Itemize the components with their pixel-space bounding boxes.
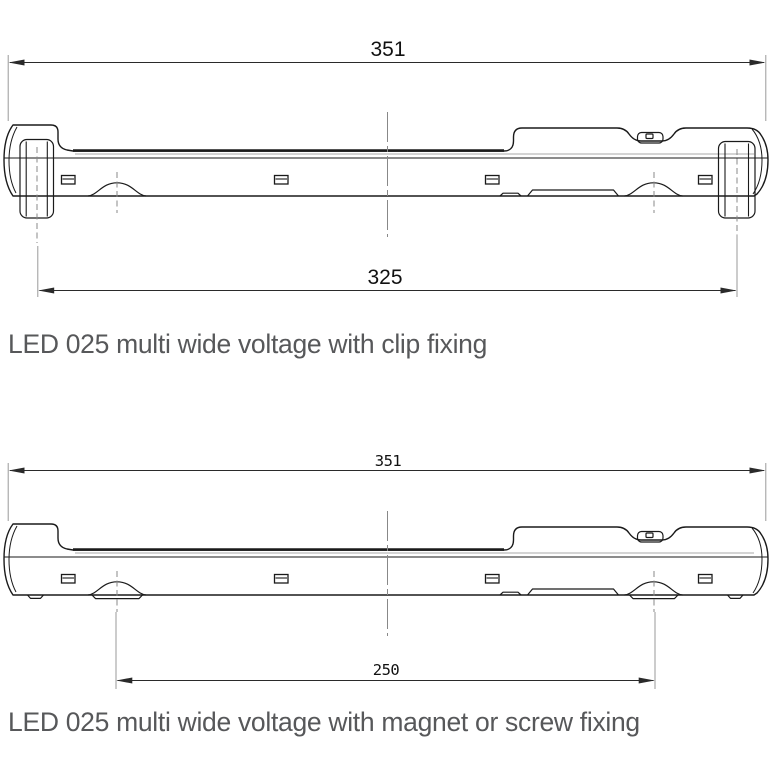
dimension-label-dome-centers: 250 xyxy=(373,661,400,679)
dimension-overall-top: 351 xyxy=(7,38,767,121)
dimension-dome-centers: 250 xyxy=(115,612,656,689)
dimension-arrow xyxy=(116,677,133,684)
dimension-arrow xyxy=(8,467,25,474)
dimension-label-overall-top: 351 xyxy=(370,38,405,61)
dome-pad-right xyxy=(629,594,679,600)
caption-magnet-fixing: LED 025 multi wide voltage with magnet o… xyxy=(8,707,640,737)
dimension-arrow xyxy=(749,467,766,474)
mounting-clip-left xyxy=(19,138,55,243)
dimension-overall-bottom: 351 xyxy=(7,452,767,521)
dimension-label-overall-bottom: 351 xyxy=(375,452,402,470)
foot-right xyxy=(727,594,744,599)
luminaire-clip-version xyxy=(2,110,770,239)
mounting-clip-right xyxy=(717,140,756,243)
foot-left xyxy=(27,594,44,599)
dimension-arrow xyxy=(720,287,737,294)
dimension-arrow xyxy=(38,287,55,294)
drawing-clip-version: 351 325 LED 025 multi wide voltage with … xyxy=(2,38,770,359)
dome-pad-left xyxy=(91,594,143,600)
drawing-magnet-version: 351 250 LED 025 multi wide voltage with … xyxy=(2,452,770,737)
dimension-clip-centers: 325 xyxy=(37,235,738,297)
dimension-label-clip-centers: 325 xyxy=(367,266,402,289)
luminaire-magnet-version xyxy=(2,509,770,638)
caption-clip-fixing: LED 025 multi wide voltage with clip fix… xyxy=(8,329,487,359)
dimension-arrow xyxy=(749,59,766,66)
dimension-arrow xyxy=(8,59,25,66)
dimension-arrow xyxy=(638,677,655,684)
